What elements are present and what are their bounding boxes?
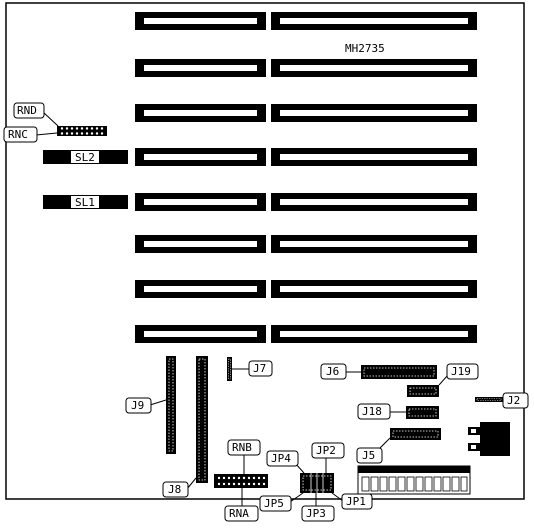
connector-j6 — [361, 365, 437, 379]
keyboard-connector — [468, 422, 510, 456]
label-box-rnd — [13, 102, 45, 119]
label-box-j7 — [248, 360, 273, 377]
label-sl2: SL2 — [75, 151, 95, 164]
label-jp2: JP2 — [316, 444, 336, 457]
label-box-j19 — [446, 363, 479, 380]
label-box-rnb — [227, 439, 261, 456]
label-box-j9 — [125, 397, 152, 414]
label-j5: J5 — [362, 449, 375, 462]
dip-switch-bank — [357, 465, 471, 495]
resistor-network-rnd-rnc — [57, 126, 107, 136]
label-box-j2 — [502, 392, 529, 409]
connector-j2 — [475, 397, 503, 402]
expansion-slots-left — [135, 12, 266, 343]
label-j7: J7 — [253, 362, 266, 375]
label-box-j18 — [357, 403, 391, 420]
expansion-slots-right — [271, 12, 477, 343]
label-j8: J8 — [168, 483, 181, 496]
label-rnb: RNB — [232, 441, 252, 454]
jumper-block — [300, 473, 334, 493]
label-box-j6 — [320, 363, 347, 380]
board-model-label: MH2735 — [345, 42, 385, 55]
label-jp5: JP5 — [264, 497, 284, 510]
resistor-network-rnb-rna — [214, 474, 268, 488]
connector-j7 — [227, 357, 232, 381]
label-sl1: SL1 — [75, 196, 95, 209]
label-box-rna — [224, 505, 259, 522]
label-j19: J19 — [451, 365, 471, 378]
label-jp4: JP4 — [271, 452, 291, 465]
label-jp3: JP3 — [306, 507, 326, 520]
label-box-j5 — [356, 447, 383, 464]
label-rna: RNA — [229, 507, 249, 520]
simm-socket-sl2: SL2 — [43, 150, 128, 164]
connector-j8 — [196, 356, 208, 483]
label-j6: J6 — [326, 365, 339, 378]
simm-socket-sl1: SL1 — [43, 195, 128, 209]
label-box-rnc — [3, 126, 38, 143]
label-jp1: JP1 — [346, 495, 366, 508]
label-box-j8 — [162, 481, 189, 498]
label-rnc: RNC — [8, 128, 28, 141]
label-box-jp3 — [301, 505, 335, 522]
label-box-jp2 — [311, 442, 345, 459]
label-j18: J18 — [362, 405, 382, 418]
label-box-jp5 — [259, 495, 292, 512]
connector-j9 — [166, 356, 176, 454]
label-j9: J9 — [131, 399, 144, 412]
connector-j18 — [406, 406, 439, 419]
label-box-jp1 — [341, 493, 373, 510]
label-box-jp4 — [266, 450, 299, 467]
connector-j19 — [407, 385, 439, 397]
label-j2: J2 — [507, 394, 520, 407]
label-rnd: RND — [17, 104, 37, 117]
connector-j5 — [390, 428, 441, 440]
